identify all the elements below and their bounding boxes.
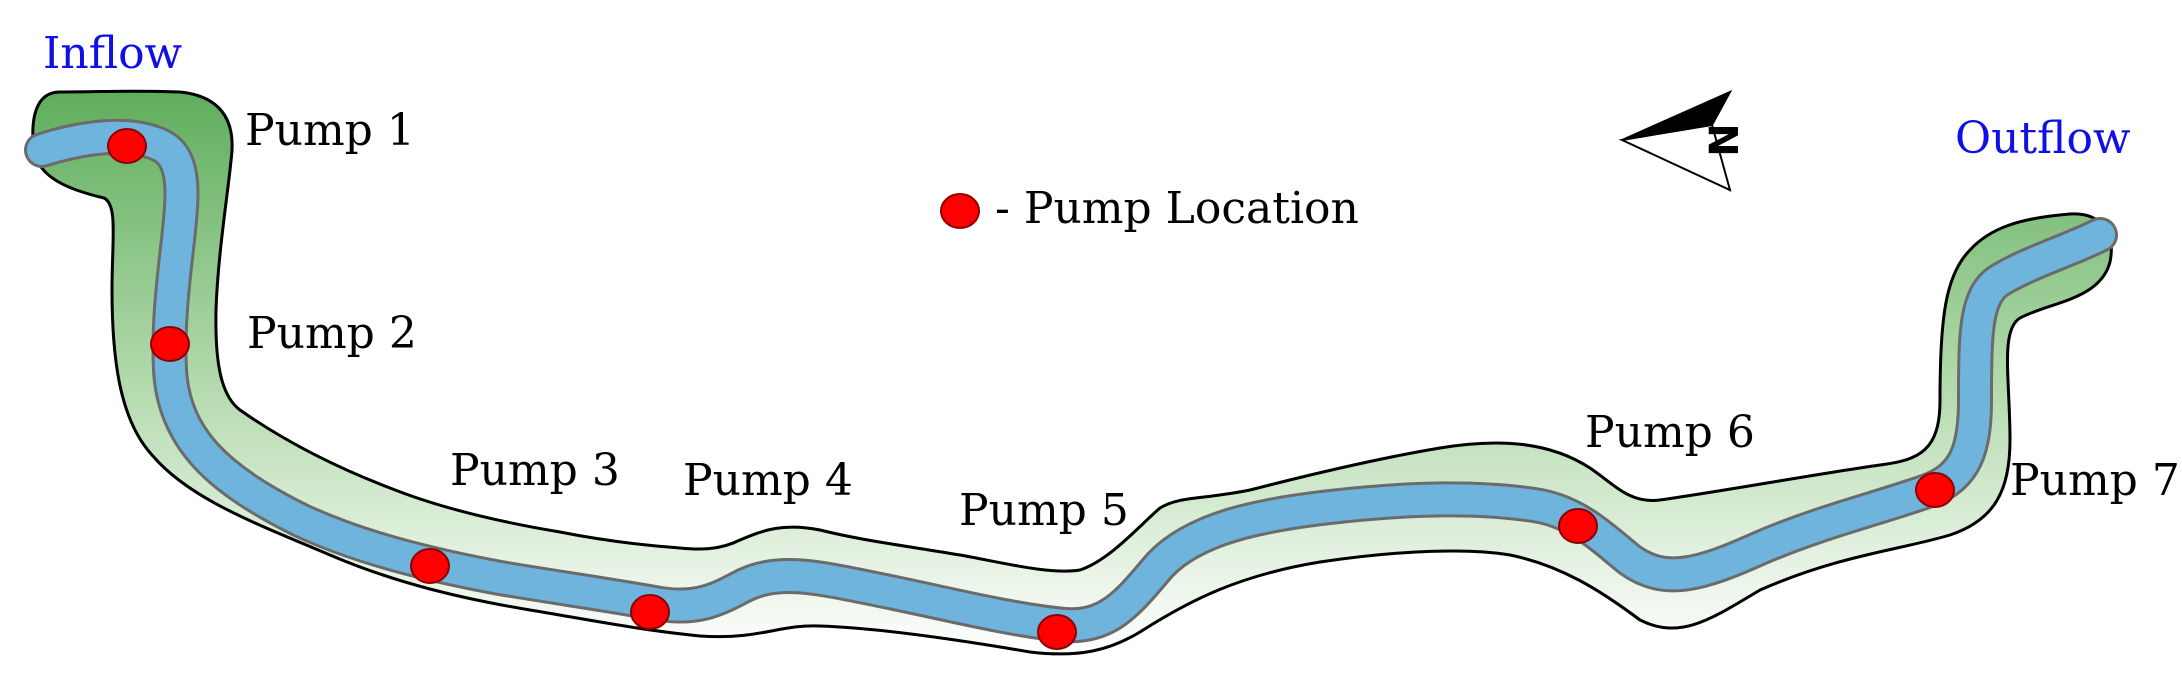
pump-1-marker	[107, 128, 147, 164]
pump-3-label: Pump 3	[450, 445, 620, 496]
pump-4-marker	[630, 594, 670, 630]
pump-5-label: Pump 5	[959, 485, 1129, 536]
pump-6-label: Pump 6	[1585, 407, 1755, 458]
legend-label: - Pump Location	[995, 183, 1359, 234]
pump-1-label: Pump 1	[245, 105, 415, 156]
pump-3-marker	[410, 548, 450, 584]
north-arrow-icon: N	[1618, 89, 1748, 192]
pump-4-label: Pump 4	[683, 455, 853, 506]
pump-2-marker	[150, 326, 190, 362]
pump-6-marker	[1558, 508, 1598, 544]
pump-7-marker	[1915, 472, 1955, 508]
inflow-label: Inflow	[43, 28, 183, 79]
legend: - Pump Location	[940, 183, 1359, 234]
pump-7-label: Pump 7	[2010, 455, 2180, 506]
pump-2-label: Pump 2	[247, 308, 417, 359]
legend-pump-marker	[940, 193, 980, 229]
pump-markers	[107, 128, 1955, 650]
pump-5-marker	[1037, 614, 1077, 650]
north-label: N	[1702, 123, 1748, 156]
floodplain-outline	[31, 89, 2113, 656]
outflow-label: Outflow	[1955, 113, 2131, 164]
